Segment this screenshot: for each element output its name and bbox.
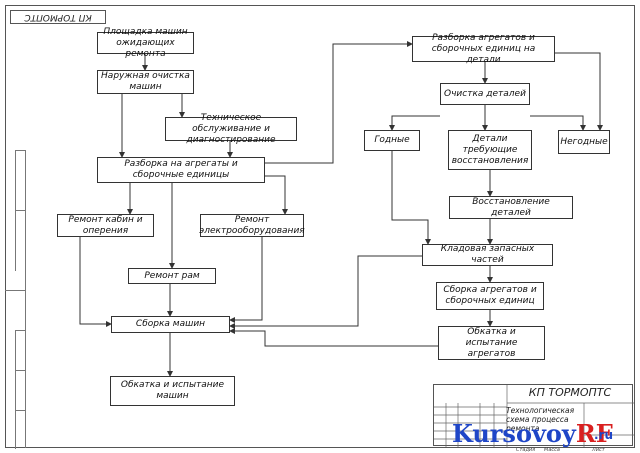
box-waiting-area: Площадка машин ожидающих ремонта <box>97 27 194 59</box>
box-unit-testing: Обкатка и испытание агрегатов <box>438 326 545 360</box>
box-good: Годные <box>364 130 420 151</box>
box-machine-testing: Обкатка и испытание машин <box>110 376 235 406</box>
site-watermark-suffix: .ru <box>594 428 614 442</box>
box-spare-parts: Кладовая запасных частей <box>422 244 553 266</box>
box-disassembly-parts: Разборка агрегатов и сборочных единиц на… <box>412 33 555 65</box>
title-block-stage-label: Стадия <box>516 447 536 453</box>
box-parts-cleaning: Очистка деталей <box>440 83 530 105</box>
box-restoration: Восстановление деталей <box>449 196 573 219</box>
box-unit-assembly: Сборка агрегатов и сборочных единиц <box>436 282 544 310</box>
box-electrical-repair: Ремонт электрооборудования <box>199 214 305 237</box>
binding-margin-stamp <box>5 150 26 449</box>
box-unusable: Негодные <box>558 130 610 154</box>
title-block <box>433 384 634 447</box>
box-cab-repair: Ремонт кабин и оперения <box>57 214 154 237</box>
box-machine-assembly: Сборка машин <box>111 316 230 333</box>
title-block-sheet-label: Лист <box>592 447 605 453</box>
drawing-frame <box>5 5 635 448</box>
site-watermark-logo: KursovoyRF <box>452 419 613 448</box>
box-need-restoration: Детали требующие восстановления <box>448 130 532 170</box>
title-block-mass-label: Масса <box>544 447 560 453</box>
box-frame-repair: Ремонт рам <box>128 268 216 284</box>
box-maintenance: Техническое обслуживание и диагностирова… <box>165 113 297 145</box>
box-disassembly-units: Разборка на агрегаты и сборочные единицы <box>97 157 265 183</box>
box-external-cleaning: Наружная очистка машин <box>97 70 194 94</box>
title-block-name: Технологическая схема процесса ремонта <box>506 406 575 433</box>
title-block-code: КП ТОРМОПТС <box>528 386 612 399</box>
